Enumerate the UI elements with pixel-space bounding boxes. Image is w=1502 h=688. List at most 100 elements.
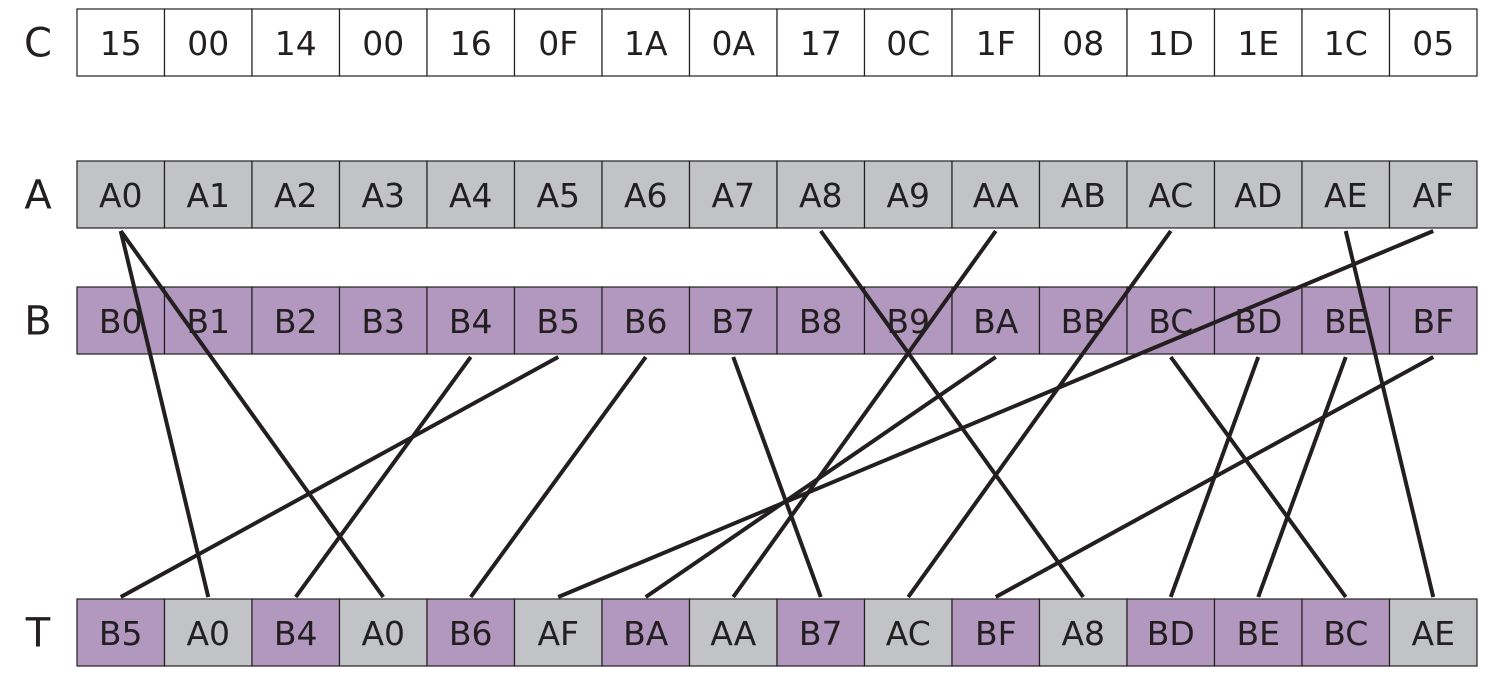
cell-label: B5 bbox=[99, 614, 143, 653]
connection-line-b5-t0 bbox=[119, 355, 560, 599]
cell-b-7: B7 bbox=[688, 286, 778, 355]
cell-t-13: BE bbox=[1213, 598, 1303, 667]
cell-box bbox=[426, 8, 516, 77]
cell-box bbox=[338, 8, 428, 77]
cell-b-0: B0 bbox=[76, 286, 166, 355]
cell-t-10: BF bbox=[951, 598, 1041, 667]
cell-a-4: A4 bbox=[426, 160, 516, 229]
cell-label: B6 bbox=[449, 614, 493, 653]
cell-t-3: A0 bbox=[338, 598, 428, 667]
cell-label: BF bbox=[1412, 302, 1454, 341]
cell-label: AC bbox=[886, 614, 931, 653]
cell-box bbox=[76, 160, 166, 229]
cell-c-0: 15 bbox=[76, 8, 166, 77]
cell-label: B3 bbox=[361, 302, 405, 341]
cell-c-3: 00 bbox=[338, 8, 428, 77]
cell-box bbox=[513, 8, 603, 77]
connection-line-b13-t12 bbox=[1168, 356, 1261, 598]
connection-line-b12-t14 bbox=[1169, 355, 1348, 599]
cell-box bbox=[251, 286, 341, 355]
cell-label: BA bbox=[623, 614, 669, 653]
cell-box bbox=[863, 160, 953, 229]
cell-label: 0C bbox=[886, 24, 930, 63]
cell-box bbox=[76, 598, 166, 667]
connection-line-b14-t13 bbox=[1256, 356, 1348, 598]
cell-label: A6 bbox=[624, 176, 668, 215]
cell-label: 1E bbox=[1237, 24, 1279, 63]
cell-label: AA bbox=[973, 176, 1019, 215]
cell-t-0: B5 bbox=[76, 598, 166, 667]
cell-t-8: B7 bbox=[776, 598, 866, 667]
cell-b-2: B2 bbox=[251, 286, 341, 355]
cell-b-3: B3 bbox=[338, 286, 428, 355]
cell-label: B7 bbox=[799, 614, 843, 653]
cell-a-8: A8 bbox=[776, 160, 866, 229]
cell-c-13: 1E bbox=[1213, 8, 1303, 77]
cell-a-13: AD bbox=[1213, 160, 1303, 229]
cell-box bbox=[776, 598, 866, 667]
cell-box bbox=[951, 598, 1041, 667]
cell-box bbox=[1213, 8, 1303, 77]
cell-label: B4 bbox=[449, 302, 493, 341]
cell-a-6: A6 bbox=[601, 160, 691, 229]
cell-label: BE bbox=[1324, 302, 1368, 341]
cell-t-5: AF bbox=[513, 598, 603, 667]
cell-box bbox=[426, 286, 516, 355]
cell-box bbox=[1213, 160, 1303, 229]
cell-box bbox=[251, 598, 341, 667]
connection-line-a12-t9 bbox=[906, 229, 1173, 599]
cell-box bbox=[1301, 598, 1391, 667]
cell-b-5: B5 bbox=[513, 286, 603, 355]
cell-label: BE bbox=[1237, 614, 1281, 653]
cell-b-10: BA bbox=[951, 286, 1041, 355]
cell-c-1: 00 bbox=[163, 8, 253, 77]
cell-box bbox=[951, 160, 1041, 229]
cell-box bbox=[338, 598, 428, 667]
cell-label: AF bbox=[537, 614, 579, 653]
cell-t-2: B4 bbox=[251, 598, 341, 667]
cell-box bbox=[251, 160, 341, 229]
cell-t-14: BC bbox=[1301, 598, 1391, 667]
cell-box bbox=[1301, 8, 1391, 77]
cell-box bbox=[426, 160, 516, 229]
cell-b-8: B8 bbox=[776, 286, 866, 355]
cell-box bbox=[1038, 598, 1128, 667]
cell-t-12: BD bbox=[1126, 598, 1216, 667]
cell-label: A8 bbox=[799, 176, 843, 215]
connection-line-a0-t3 bbox=[119, 229, 385, 599]
cell-label: 14 bbox=[275, 24, 317, 63]
cell-label: AB bbox=[1061, 176, 1106, 215]
cell-box bbox=[601, 286, 691, 355]
cell-box bbox=[513, 286, 603, 355]
cell-label: BA bbox=[973, 302, 1019, 341]
cell-label: B0 bbox=[99, 302, 143, 341]
cell-box bbox=[601, 598, 691, 667]
cell-c-9: 0C bbox=[863, 8, 953, 77]
cell-label: 16 bbox=[450, 24, 492, 63]
cell-label: 1F bbox=[976, 24, 1016, 63]
cell-box bbox=[1388, 160, 1478, 229]
cell-label: A4 bbox=[449, 176, 493, 215]
cell-label: 1C bbox=[1324, 24, 1368, 63]
cell-a-3: A3 bbox=[338, 160, 428, 229]
cell-a-11: AB bbox=[1038, 160, 1128, 229]
cell-label: B2 bbox=[274, 302, 318, 341]
cell-a-1: A1 bbox=[163, 160, 253, 229]
cell-label: A1 bbox=[186, 176, 230, 215]
cell-label: A0 bbox=[186, 614, 230, 653]
cell-label: B4 bbox=[274, 614, 318, 653]
cell-label: A8 bbox=[1061, 614, 1105, 653]
cell-box bbox=[1126, 598, 1216, 667]
cell-t-4: B6 bbox=[426, 598, 516, 667]
cell-t-1: A0 bbox=[163, 598, 253, 667]
cell-box bbox=[688, 598, 778, 667]
cell-label: 1D bbox=[1148, 24, 1194, 63]
cell-box bbox=[1213, 286, 1303, 355]
connection-line-a15-t5 bbox=[557, 229, 1435, 599]
connection-lines-layer bbox=[118, 229, 1436, 599]
cell-b-4: B4 bbox=[426, 286, 516, 355]
cell-label: B7 bbox=[711, 302, 755, 341]
cell-c-8: 17 bbox=[776, 8, 866, 77]
cell-t-9: AC bbox=[863, 598, 953, 667]
